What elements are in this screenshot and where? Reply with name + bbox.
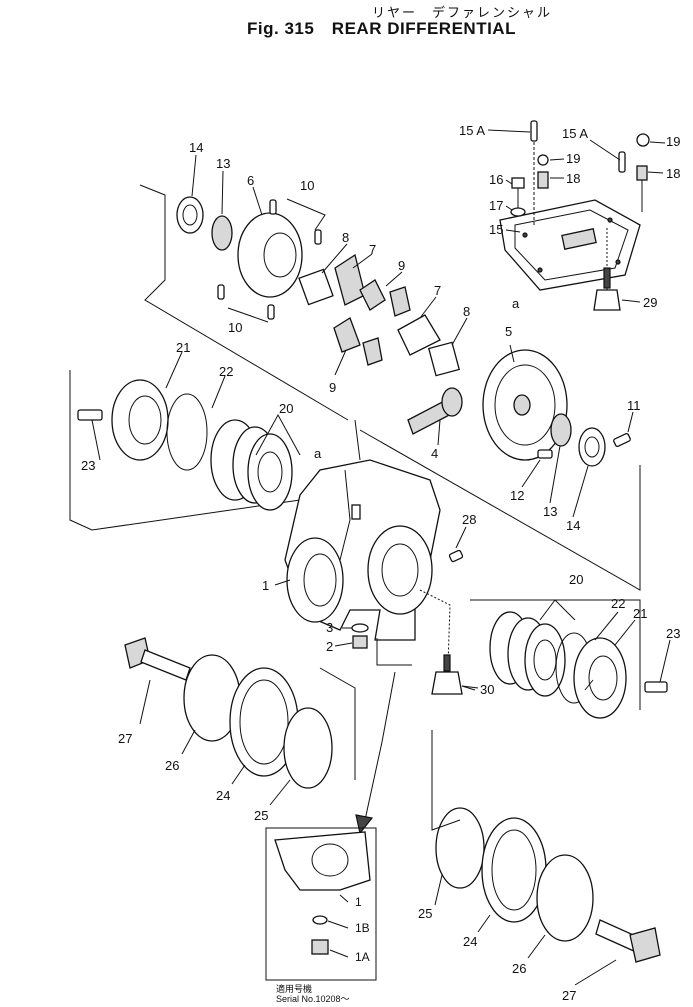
part-labels: 14 13 6 10 8 7 9 7 8 10 5 21 9 22 20 11 … [81,123,680,1003]
applicable-machines-label: 適用号機 [276,984,313,994]
cover-plate-assembly [499,120,650,311]
label-1B: 1B [355,921,370,935]
label-1A: 1A [355,950,370,964]
label-3: 3 [326,620,333,635]
label-13-top: 13 [216,156,230,171]
label-10-bottom: 10 [228,320,242,335]
label-8-top: 8 [342,230,349,245]
pinion-ring-gear-group [359,349,641,591]
label-18-left: 18 [566,171,580,186]
label-12: 12 [510,488,524,503]
label-15: 15 [489,222,503,237]
label-2: 2 [326,639,333,654]
right-bearing-cage-group [470,599,668,719]
label-17: 17 [489,198,503,213]
label-1: 1 [262,578,269,593]
label-9-top: 9 [398,258,405,273]
label-4: 4 [431,446,438,461]
label-23-right: 23 [666,626,680,641]
serial-note: 適用号機 Serial No.10208～ [276,984,350,1004]
serial-inset [265,827,377,981]
label-16: 16 [489,172,503,187]
label-8-right: 8 [463,304,470,319]
label-13-right: 13 [543,504,557,519]
label-24-left: 24 [216,788,230,803]
label-15A-left: 15 A [459,123,485,138]
differential-case-group [139,184,461,421]
label-27-right: 27 [562,988,576,1003]
label-26-left: 26 [165,758,179,773]
label-20-left: 20 [279,401,293,416]
figure-title: Fig. 315 REAR DIFFERENTIAL [247,19,516,38]
label-22-left: 22 [219,364,233,379]
label-14-top: 14 [189,140,203,155]
label-21-left: 21 [176,340,190,355]
label-7-left: 7 [369,242,376,257]
title-japanese: リヤー デファレンシャル [372,5,553,20]
label-29: 29 [643,295,657,310]
label-18-right: 18 [666,166,680,181]
label-19-right: 19 [666,134,680,149]
label-5: 5 [505,324,512,339]
label-22-right: 22 [611,596,625,611]
label-6: 6 [247,173,254,188]
label-7-right: 7 [434,283,441,298]
axle-housing [284,419,464,695]
label-23-left: 23 [81,458,95,473]
label-15A-right: 15 A [562,126,588,141]
label-11: 11 [627,398,641,413]
label-1-inset: 1 [355,895,362,909]
label-26-right: 26 [512,961,526,976]
ref-a-cover: a [512,296,520,311]
label-10-top: 10 [300,178,314,193]
serial-number: Serial No.10208～ [276,994,350,1004]
label-24-right: 24 [463,934,477,949]
leader-lines [91,129,671,986]
label-28: 28 [462,512,476,527]
label-25-left: 25 [254,808,268,823]
left-bearing-cage-group [69,370,301,531]
label-9-bottom: 9 [329,380,336,395]
ref-a-housing: a [314,446,322,461]
label-21-right: 21 [633,606,647,621]
label-20-right: 20 [569,572,583,587]
axle-shaft-seal-group [124,637,661,963]
label-27-left: 27 [118,731,132,746]
label-14-right: 14 [566,518,580,533]
label-25-right: 25 [418,906,432,921]
label-30: 30 [480,682,494,697]
label-19-left: 19 [566,151,580,166]
